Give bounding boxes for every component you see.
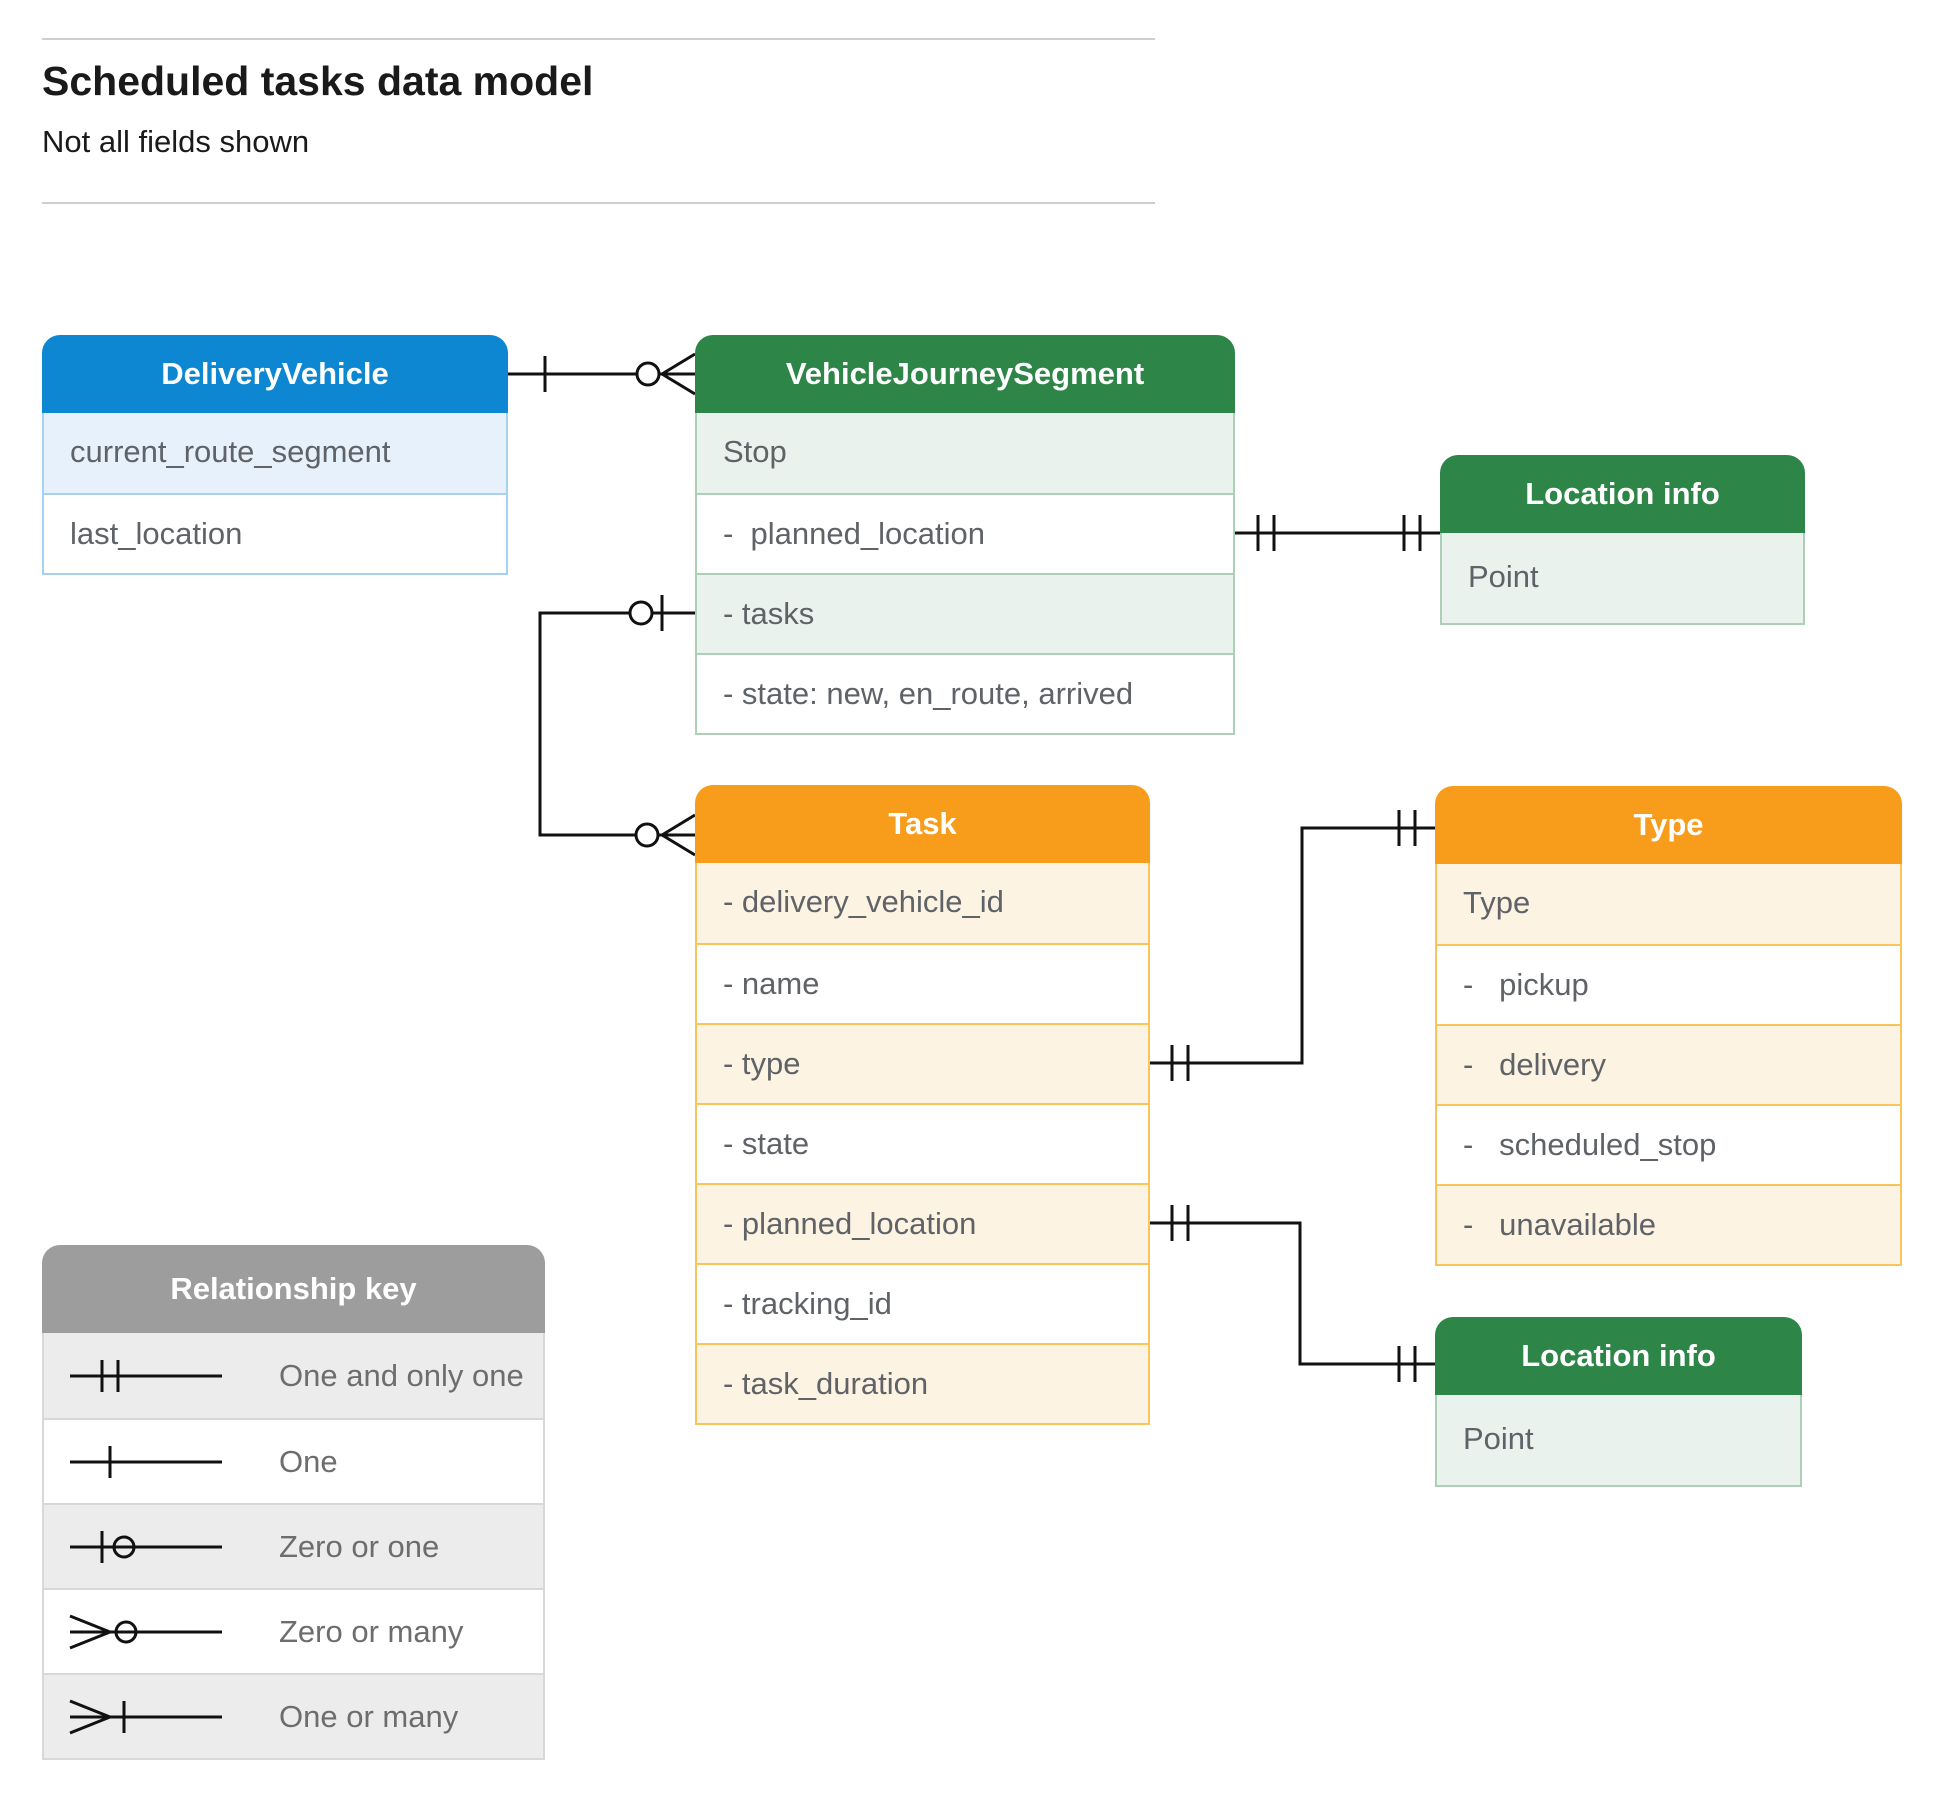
entity-vehicle-journey-segment: VehicleJourneySegment Stop - planned_loc… (695, 335, 1235, 735)
connector-plannedlocation-locationinfo (1235, 515, 1440, 551)
connector-deliveryvehicle-vehiclejourneysegment (508, 352, 696, 396)
field-row: - tasks (697, 573, 1233, 653)
zero-or-many-icon (69, 1614, 222, 1649)
legend-label: Zero or many (279, 1613, 464, 1649)
entity-header: Location info (1435, 1317, 1802, 1395)
field-row: Point (1437, 1395, 1800, 1485)
relationship-key: Relationship key One and only one One Ze… (42, 1245, 545, 1760)
legend-label: One and only one (279, 1357, 524, 1393)
field-row: Stop (697, 413, 1233, 493)
field-row: last_location (44, 493, 506, 573)
field-row: - tracking_id (697, 1263, 1148, 1343)
one-or-many-icon (69, 1699, 222, 1734)
legend-item: One and only one (44, 1333, 543, 1418)
entity-delivery-vehicle: DeliveryVehicle current_route_segment la… (42, 335, 508, 575)
legend-item: One (44, 1418, 543, 1503)
legend-label: One or many (279, 1698, 459, 1734)
page-subtitle: Not all fields shown (42, 124, 310, 159)
entity-header: Location info (1440, 455, 1805, 533)
zero-or-one-icon (70, 1530, 222, 1563)
connector-type-typeenum (1150, 810, 1435, 1081)
page-title: Scheduled tasks data model (42, 58, 594, 104)
field-row: - planned_location (697, 493, 1233, 573)
bottom-rule (42, 202, 1155, 204)
legend-label: One (279, 1443, 338, 1479)
entity-task: Task - delivery_vehicle_id - name - type… (695, 785, 1150, 1425)
connector-taskplannedlocation-locationinfo (1150, 1205, 1435, 1382)
field-row: - unavailable (1437, 1184, 1900, 1264)
connector-tasks-task (538, 595, 696, 857)
entity-location-info-1: Location info Point (1440, 455, 1805, 625)
one-icon (70, 1445, 222, 1478)
field-row: - state (697, 1103, 1148, 1183)
field-row: - type (697, 1023, 1148, 1103)
field-row: - scheduled_stop (1437, 1104, 1900, 1184)
entity-header: Task (695, 785, 1150, 863)
entity-header: Type (1435, 786, 1902, 864)
field-row: - name (697, 943, 1148, 1023)
field-row: Type (1437, 864, 1900, 944)
legend-item: One or many (44, 1673, 543, 1758)
entity-type: Type Type - pickup - delivery - schedule… (1435, 786, 1902, 1266)
entity-location-info-2: Location info Point (1435, 1317, 1802, 1487)
field-row: - planned_location (697, 1183, 1148, 1263)
field-row: current_route_segment (44, 413, 506, 493)
legend-header: Relationship key (42, 1245, 545, 1333)
top-rule (42, 38, 1155, 40)
entity-header: DeliveryVehicle (42, 335, 508, 413)
field-row: - delivery_vehicle_id (697, 863, 1148, 943)
field-row: Point (1442, 533, 1803, 623)
field-row: - delivery (1437, 1024, 1900, 1104)
field-row: - pickup (1437, 944, 1900, 1024)
legend-item: Zero or one (44, 1503, 543, 1588)
field-row: - task_duration (697, 1343, 1148, 1423)
one-and-only-one-icon (70, 1359, 222, 1392)
legend-item: Zero or many (44, 1588, 543, 1673)
legend-label: Zero or one (279, 1528, 440, 1564)
field-row: - state: new, en_route, arrived (697, 653, 1233, 733)
entity-header: VehicleJourneySegment (695, 335, 1235, 413)
